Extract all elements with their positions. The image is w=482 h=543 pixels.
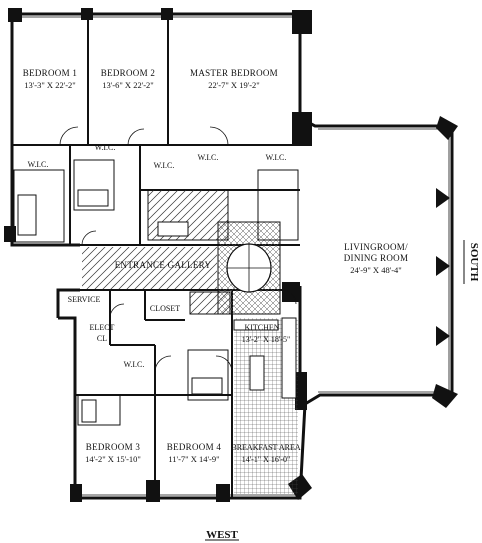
column (8, 8, 22, 22)
kitchen-name: KITCHEN (244, 323, 279, 332)
wic-label: W.I.C. (28, 160, 49, 169)
breakfast-area-dims: 14'-1" X 16'-0" (242, 455, 291, 464)
wall-left-lower (56, 288, 160, 500)
wic-label: W.I.C. (198, 153, 219, 162)
bedroom-2-dims: 13'-6" X 22'-2" (102, 80, 154, 90)
column (436, 326, 450, 346)
entrance-gallery-name: ENTRANCE GALLERY (115, 260, 212, 270)
column (432, 384, 458, 408)
bedroom-3-dims: 14'-2" X 15'-10" (85, 454, 141, 464)
column (292, 10, 312, 34)
wic-label: W.I.C. (124, 360, 145, 369)
column (216, 484, 230, 502)
wall-left-upper (10, 14, 80, 247)
column (4, 226, 16, 242)
interior-walls (12, 14, 300, 498)
bedroom-1-name: BEDROOM 1 (23, 68, 77, 78)
elect-closet-name-2: CL (97, 334, 107, 343)
master-bedroom-dims: 22'-7" X 19'-2" (208, 80, 260, 90)
bathrooms (13, 159, 299, 426)
wall-bedrooms-top (12, 12, 302, 118)
master-bedroom-name: MASTER BEDROOM (190, 68, 278, 78)
bedroom-4-dims: 11'-7" X 14'-9" (168, 454, 219, 464)
bathtub (191, 377, 223, 395)
wall-living-room (299, 116, 454, 406)
elect-closet-name: ELECT (90, 323, 115, 332)
bathtub (81, 399, 97, 423)
kitchen-dims: 13'-2" X 18'-5" (242, 335, 291, 344)
kitchen-counter (281, 317, 297, 399)
wic-label: W.I.C. (154, 161, 175, 170)
south-label: SOUTH (468, 243, 480, 282)
doors (59, 126, 297, 373)
bath-4 (257, 169, 299, 241)
bathtub (157, 221, 189, 237)
breakfast-area-name: BREAKFAST AREA (231, 443, 300, 452)
bedroom-1-dims: 13'-3" X 22'-2" (24, 80, 76, 90)
entrance-gallery-floor (82, 221, 281, 315)
room-labels: BEDROOM 1 13'-3" X 22'-2" BEDROOM 2 13'-… (23, 68, 409, 464)
living-room-name-2: DINING ROOM (344, 253, 409, 263)
bath-2 (73, 159, 115, 211)
bedroom-4-name: BEDROOM 4 (167, 442, 222, 452)
column (436, 256, 450, 276)
bedroom-3-name: BEDROOM 3 (86, 442, 141, 452)
column (81, 8, 93, 20)
column (161, 8, 173, 20)
column (292, 112, 312, 146)
closet-shelf (189, 291, 231, 315)
kitchen-counter-2 (233, 319, 279, 331)
column (146, 480, 160, 502)
west-label: WEST (206, 529, 238, 541)
living-room-dims: 24'-9" X 48'-4" (350, 265, 402, 275)
closet-name: CLOSET (150, 304, 180, 313)
column (436, 116, 458, 140)
bedroom-2-name: BEDROOM 2 (101, 68, 155, 78)
wic-labels: W.I.C. W.I.C. W.I.C. W.I.C. W.I.C. W.I.C… (28, 143, 287, 369)
kitchen-floor (233, 317, 298, 494)
bathtub (17, 194, 37, 236)
living-room-name: LIVINGROOM/ (344, 242, 408, 252)
column (436, 188, 450, 208)
bath-1 (13, 169, 65, 243)
column (282, 282, 300, 302)
column (70, 484, 82, 502)
kitchen-island (249, 355, 265, 391)
bathtub (77, 189, 109, 207)
orientation-labels: SOUTH WEST (205, 240, 480, 541)
wic-label: W.I.C. (266, 153, 287, 162)
bath-6 (187, 349, 229, 401)
wic-label: W.I.C. (95, 143, 116, 152)
bath-5 (77, 394, 121, 426)
service-name: SERVICE (68, 295, 101, 304)
